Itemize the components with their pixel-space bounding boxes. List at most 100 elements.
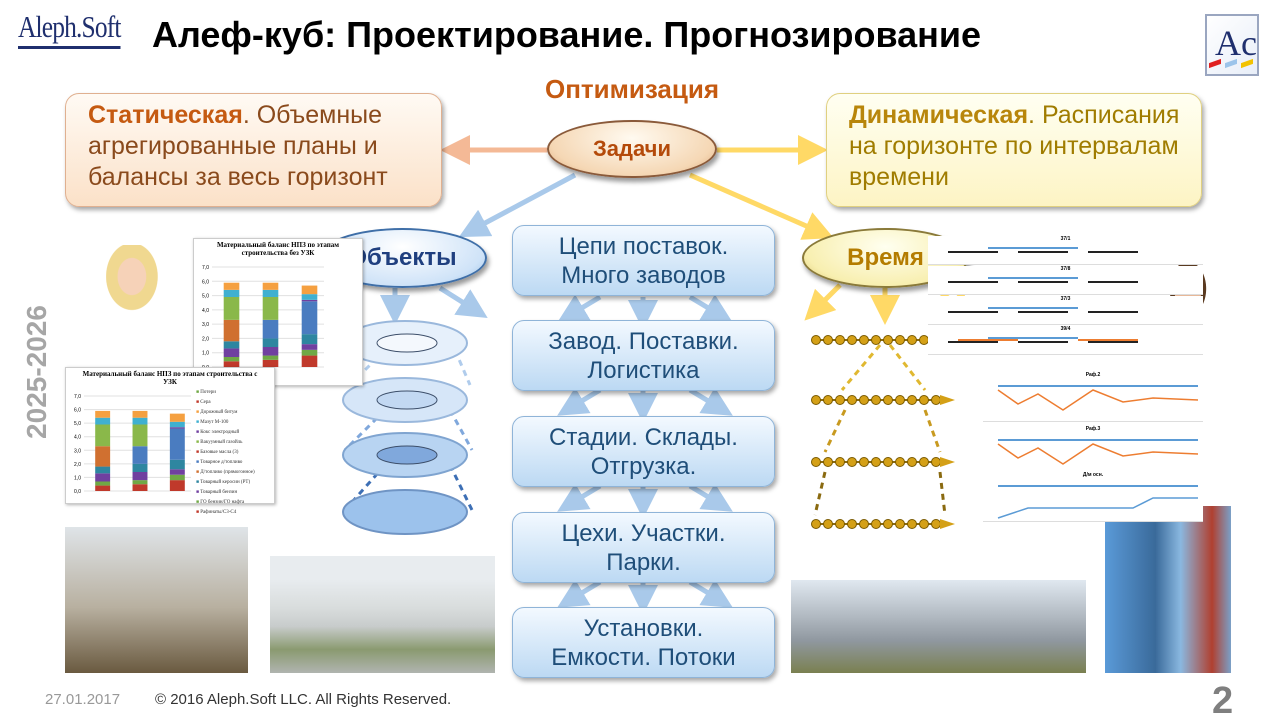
years-label: 2025-2026 xyxy=(21,305,52,439)
time-bead xyxy=(895,395,905,405)
optimization-label: Оптимизация xyxy=(544,74,720,104)
time-bead xyxy=(883,457,893,467)
time-bead xyxy=(835,519,845,529)
legend-item: ■ Дорожный битум xyxy=(196,410,238,415)
time-bead xyxy=(811,335,821,345)
time-bead xyxy=(823,457,833,467)
time-bead xyxy=(919,457,929,467)
level-line: Отгрузка. xyxy=(590,453,697,480)
bar-segment xyxy=(262,319,279,339)
time-bead xyxy=(907,519,917,529)
bar-segment xyxy=(132,472,148,481)
bar-segment xyxy=(169,469,185,475)
level-arrow xyxy=(557,579,602,608)
bar-segment xyxy=(301,349,318,356)
tick-label: 4,0 xyxy=(202,308,209,314)
refinery-photo-1 xyxy=(65,527,248,673)
bar-segment xyxy=(223,319,240,342)
level-box-stages: Стадии. Склады.Отгрузка. xyxy=(512,416,775,487)
bead-arrow xyxy=(940,519,955,529)
bead-arrow xyxy=(940,395,955,405)
storage-tanks-photo xyxy=(270,556,495,673)
schedule-chart: 39/4 xyxy=(928,326,1203,355)
level-box-shops: Цехи. Участки.Парки. xyxy=(512,512,775,583)
bar-segment xyxy=(95,424,111,447)
woman-photo xyxy=(95,245,177,335)
tick-label: 7,0 xyxy=(202,265,209,271)
bar-segment xyxy=(95,446,111,467)
level-arrow xyxy=(688,579,733,608)
balance-chart-without-coker: Материальный баланс НПЗ по этапам строит… xyxy=(193,238,363,386)
schedule-chart-title: 39/4 xyxy=(1060,326,1071,332)
bar-segment xyxy=(132,424,148,447)
level-arrow xyxy=(557,483,602,512)
time-bead xyxy=(823,335,833,345)
bar-segment xyxy=(95,481,111,486)
tasks-ellipse: Задачи xyxy=(547,120,717,178)
time-bead xyxy=(847,335,857,345)
schedule-chart: 37/3 xyxy=(928,296,1203,325)
bar-segment xyxy=(301,285,318,295)
stacked-bars: 0,01,02,03,04,05,06,07,0 xyxy=(74,394,191,495)
level-line: Емкости. Потоки xyxy=(551,644,736,671)
tick-label: 4,0 xyxy=(74,435,81,441)
tick-label: 5,0 xyxy=(74,421,81,427)
time-bead xyxy=(907,457,917,467)
bar-segment xyxy=(132,410,148,418)
tick-label: 6,0 xyxy=(74,408,81,414)
time-bead xyxy=(835,395,845,405)
level-line: Установки. xyxy=(583,615,704,642)
time-bead xyxy=(895,457,905,467)
tick-label: 2,0 xyxy=(74,462,81,468)
time-bead xyxy=(811,457,821,467)
bar-segment xyxy=(223,348,240,357)
level-line: Много заводов xyxy=(561,262,726,289)
bar-segment xyxy=(262,282,279,290)
time-bead xyxy=(871,335,881,345)
time-bead xyxy=(823,395,833,405)
time-bead xyxy=(895,335,905,345)
level-line: Стадии. Склады. xyxy=(549,424,738,451)
bar-segment xyxy=(262,359,279,367)
time-bead xyxy=(907,395,917,405)
stacked-bars: 0,01,02,03,04,05,06,07,0 xyxy=(202,265,324,371)
level-line: Цехи. Участки. xyxy=(561,520,726,547)
chart-legend: ■ Потери■ Сера■ Дорожный битум■ Мазут М-… xyxy=(196,388,255,518)
bar-segment xyxy=(169,480,185,491)
time-bead xyxy=(811,519,821,529)
spherical-tanks-photo xyxy=(791,580,1086,673)
time-bead xyxy=(847,395,857,405)
tick-label: 7,0 xyxy=(74,394,81,400)
legend-item: ■ ГО бензин/ГО нафта xyxy=(196,500,245,505)
level-arrow xyxy=(688,387,733,416)
static-optimization-box: Статическая. Объемные агрегированные пла… xyxy=(65,93,442,207)
bar-segment xyxy=(132,446,148,464)
level-arrow xyxy=(557,387,602,416)
bar-segment xyxy=(132,480,148,485)
time-bead xyxy=(919,395,929,405)
bar-segment xyxy=(301,294,318,300)
legend-item: ■ Рафинаты/С3-С4 xyxy=(196,510,237,515)
bar-segment xyxy=(223,297,240,320)
bar-segment xyxy=(169,421,185,428)
time-bead xyxy=(883,335,893,345)
bar-segment xyxy=(169,474,185,481)
tick-label: 1,0 xyxy=(202,351,209,357)
time-bead xyxy=(847,519,857,529)
time-bead xyxy=(931,519,941,529)
level-arrow xyxy=(688,294,733,323)
time-bead xyxy=(835,335,845,345)
legend-item: ■ Товарный керосин (РТ) xyxy=(196,480,251,485)
bar-segment xyxy=(301,301,318,335)
dynamic-description: . Расписания на горизонте по интервалам … xyxy=(849,101,1180,191)
schedule-chart: Д/м осн. xyxy=(983,472,1203,522)
time-bead xyxy=(919,519,929,529)
static-label: Статическая xyxy=(88,101,243,129)
tick-label: 3,0 xyxy=(202,322,209,328)
legend-item: ■ Д/топливо (прямогонное) xyxy=(196,470,255,475)
time-bead xyxy=(859,335,869,345)
schedule-chart: 37/1 xyxy=(928,236,1203,265)
time-bead xyxy=(847,457,857,467)
aleph-soft-logo: Aleph.Soft xyxy=(18,8,121,49)
schedule-chart-title: Раф.2 xyxy=(1085,372,1101,378)
